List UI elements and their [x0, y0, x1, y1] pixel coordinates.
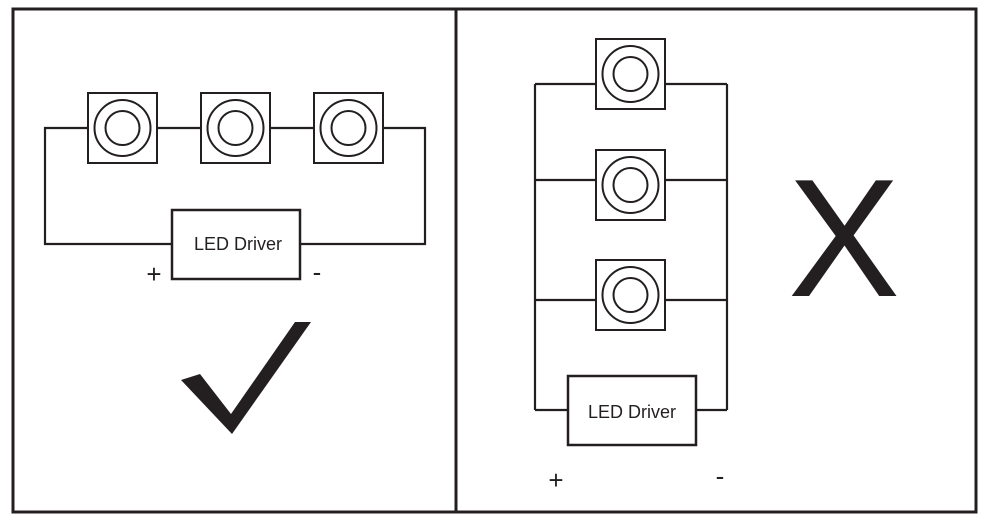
led-light-icon — [313, 92, 384, 164]
outer-frame — [11, 7, 978, 514]
cross-icon: X — [788, 144, 900, 332]
left-plus-sign: + — [146, 259, 161, 289]
left-panel: LED Driver + - — [43, 92, 427, 434]
right-panel: LED Driver + - X — [533, 38, 900, 495]
right-minus-sign: - — [716, 461, 725, 491]
led-light-icon — [200, 92, 271, 164]
checkmark-icon — [181, 322, 311, 434]
led-light-icon — [595, 38, 666, 110]
led-light-icon — [595, 259, 666, 331]
led-light-icon — [595, 149, 666, 221]
left-driver-box — [170, 208, 302, 281]
left-minus-sign: - — [313, 257, 322, 287]
led-light-icon — [87, 92, 158, 164]
right-driver-label: LED Driver — [588, 402, 676, 422]
left-wire-plus — [43, 126, 172, 246]
left-wire-minus — [300, 126, 427, 246]
right-driver-box — [566, 374, 698, 447]
left-driver-label: LED Driver — [194, 234, 282, 254]
right-plus-sign: + — [548, 465, 563, 495]
